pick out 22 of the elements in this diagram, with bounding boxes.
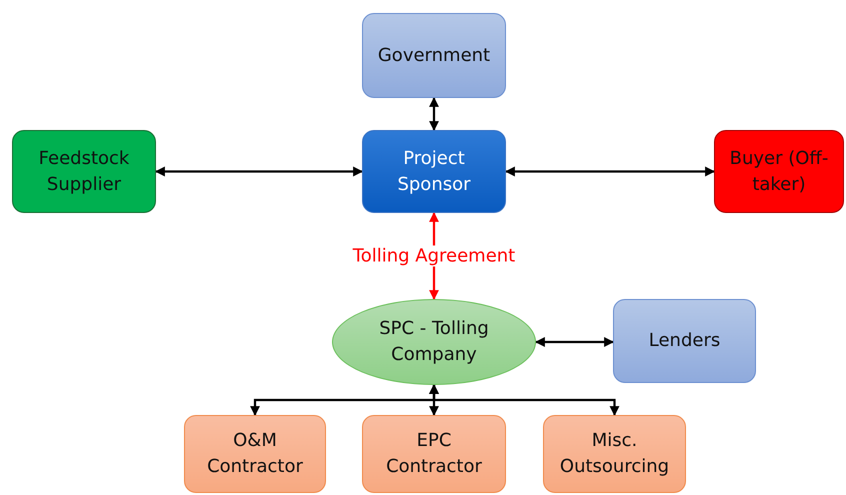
arrow xyxy=(505,166,715,176)
entity-box xyxy=(184,415,326,493)
node-label: O&M Contractor xyxy=(206,429,304,479)
entity-box xyxy=(362,415,506,493)
node-label: Buyer (Off-taker) xyxy=(728,146,830,196)
entity-box xyxy=(12,130,156,213)
arrow xyxy=(155,166,363,176)
node-label: Lenders xyxy=(648,329,722,353)
node-label: EPC Contractor xyxy=(385,429,483,479)
arrow xyxy=(429,384,620,416)
entity-box xyxy=(362,13,506,98)
node-label: Government xyxy=(376,44,492,68)
node-label: Project Sponsor xyxy=(396,146,472,196)
node-label: Feedstock Supplier xyxy=(38,146,130,196)
entity-box xyxy=(613,299,756,383)
node-label: Misc. Outsourcing xyxy=(558,429,670,479)
arrow xyxy=(535,337,614,347)
arrow xyxy=(429,97,439,131)
node-label: SPC - Tolling Company xyxy=(378,317,490,367)
entity-box xyxy=(714,130,844,213)
entity-box xyxy=(543,415,686,493)
entity-box xyxy=(362,130,506,213)
